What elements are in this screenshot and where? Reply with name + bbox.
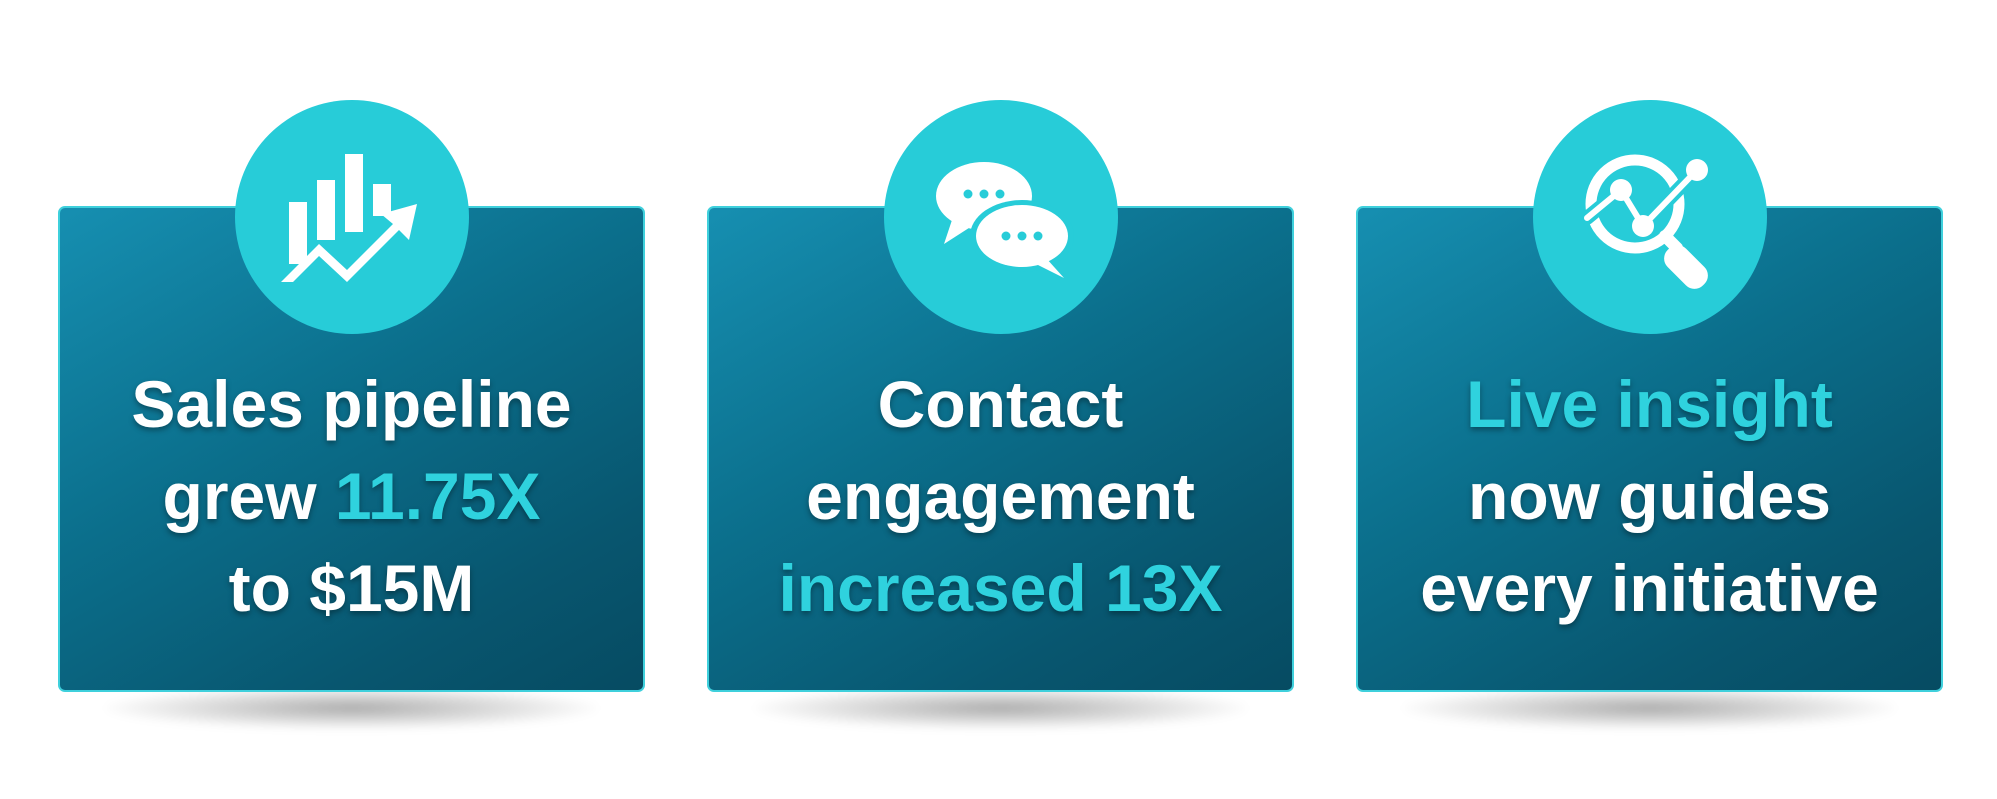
stat-card-contact-engagement: Contact engagement increased 13X [707,0,1294,760]
text-plain: to $15M [228,551,475,625]
card-text: Live insight now guides every initiative [1356,358,1943,634]
text-line: Contact [707,358,1294,450]
text-line: every initiative [1356,542,1943,634]
text-highlight: 11.75X [334,459,541,533]
text-line: grew 11.75X [58,450,645,542]
text-line: engagement [707,450,1294,542]
stat-card-live-insight: Live insight now guides every initiative [1356,0,1943,760]
text-plain: every initiative [1420,551,1879,625]
card-shadow [752,686,1249,730]
text-line: Sales pipeline [58,358,645,450]
text-plain: Contact [877,367,1124,441]
icon-circle [1533,100,1767,334]
card-text: Sales pipeline grew 11.75X to $15M [58,358,645,634]
text-line: increased 13X [707,542,1294,634]
card-text: Contact engagement increased 13X [707,358,1294,634]
text-plain: grew [162,459,335,533]
stat-card-sales-pipeline: Sales pipeline grew 11.75X to $15M [58,0,645,760]
card-shadow [1401,686,1898,730]
text-plain: engagement [806,459,1195,533]
text-plain: now guides [1468,459,1831,533]
text-line: now guides [1356,450,1943,542]
text-line: Live insight [1356,358,1943,450]
text-highlight: increased 13X [778,551,1223,625]
icon-circle [884,100,1118,334]
icon-circle [235,100,469,334]
insight-magnifier-icon [1580,154,1708,289]
text-plain: Sales pipeline [131,367,572,441]
text-line: to $15M [58,542,645,634]
text-highlight: Live insight [1466,367,1833,441]
growth-chart-icon [281,154,417,282]
card-shadow [103,686,600,730]
chat-bubbles-icon [936,162,1074,278]
